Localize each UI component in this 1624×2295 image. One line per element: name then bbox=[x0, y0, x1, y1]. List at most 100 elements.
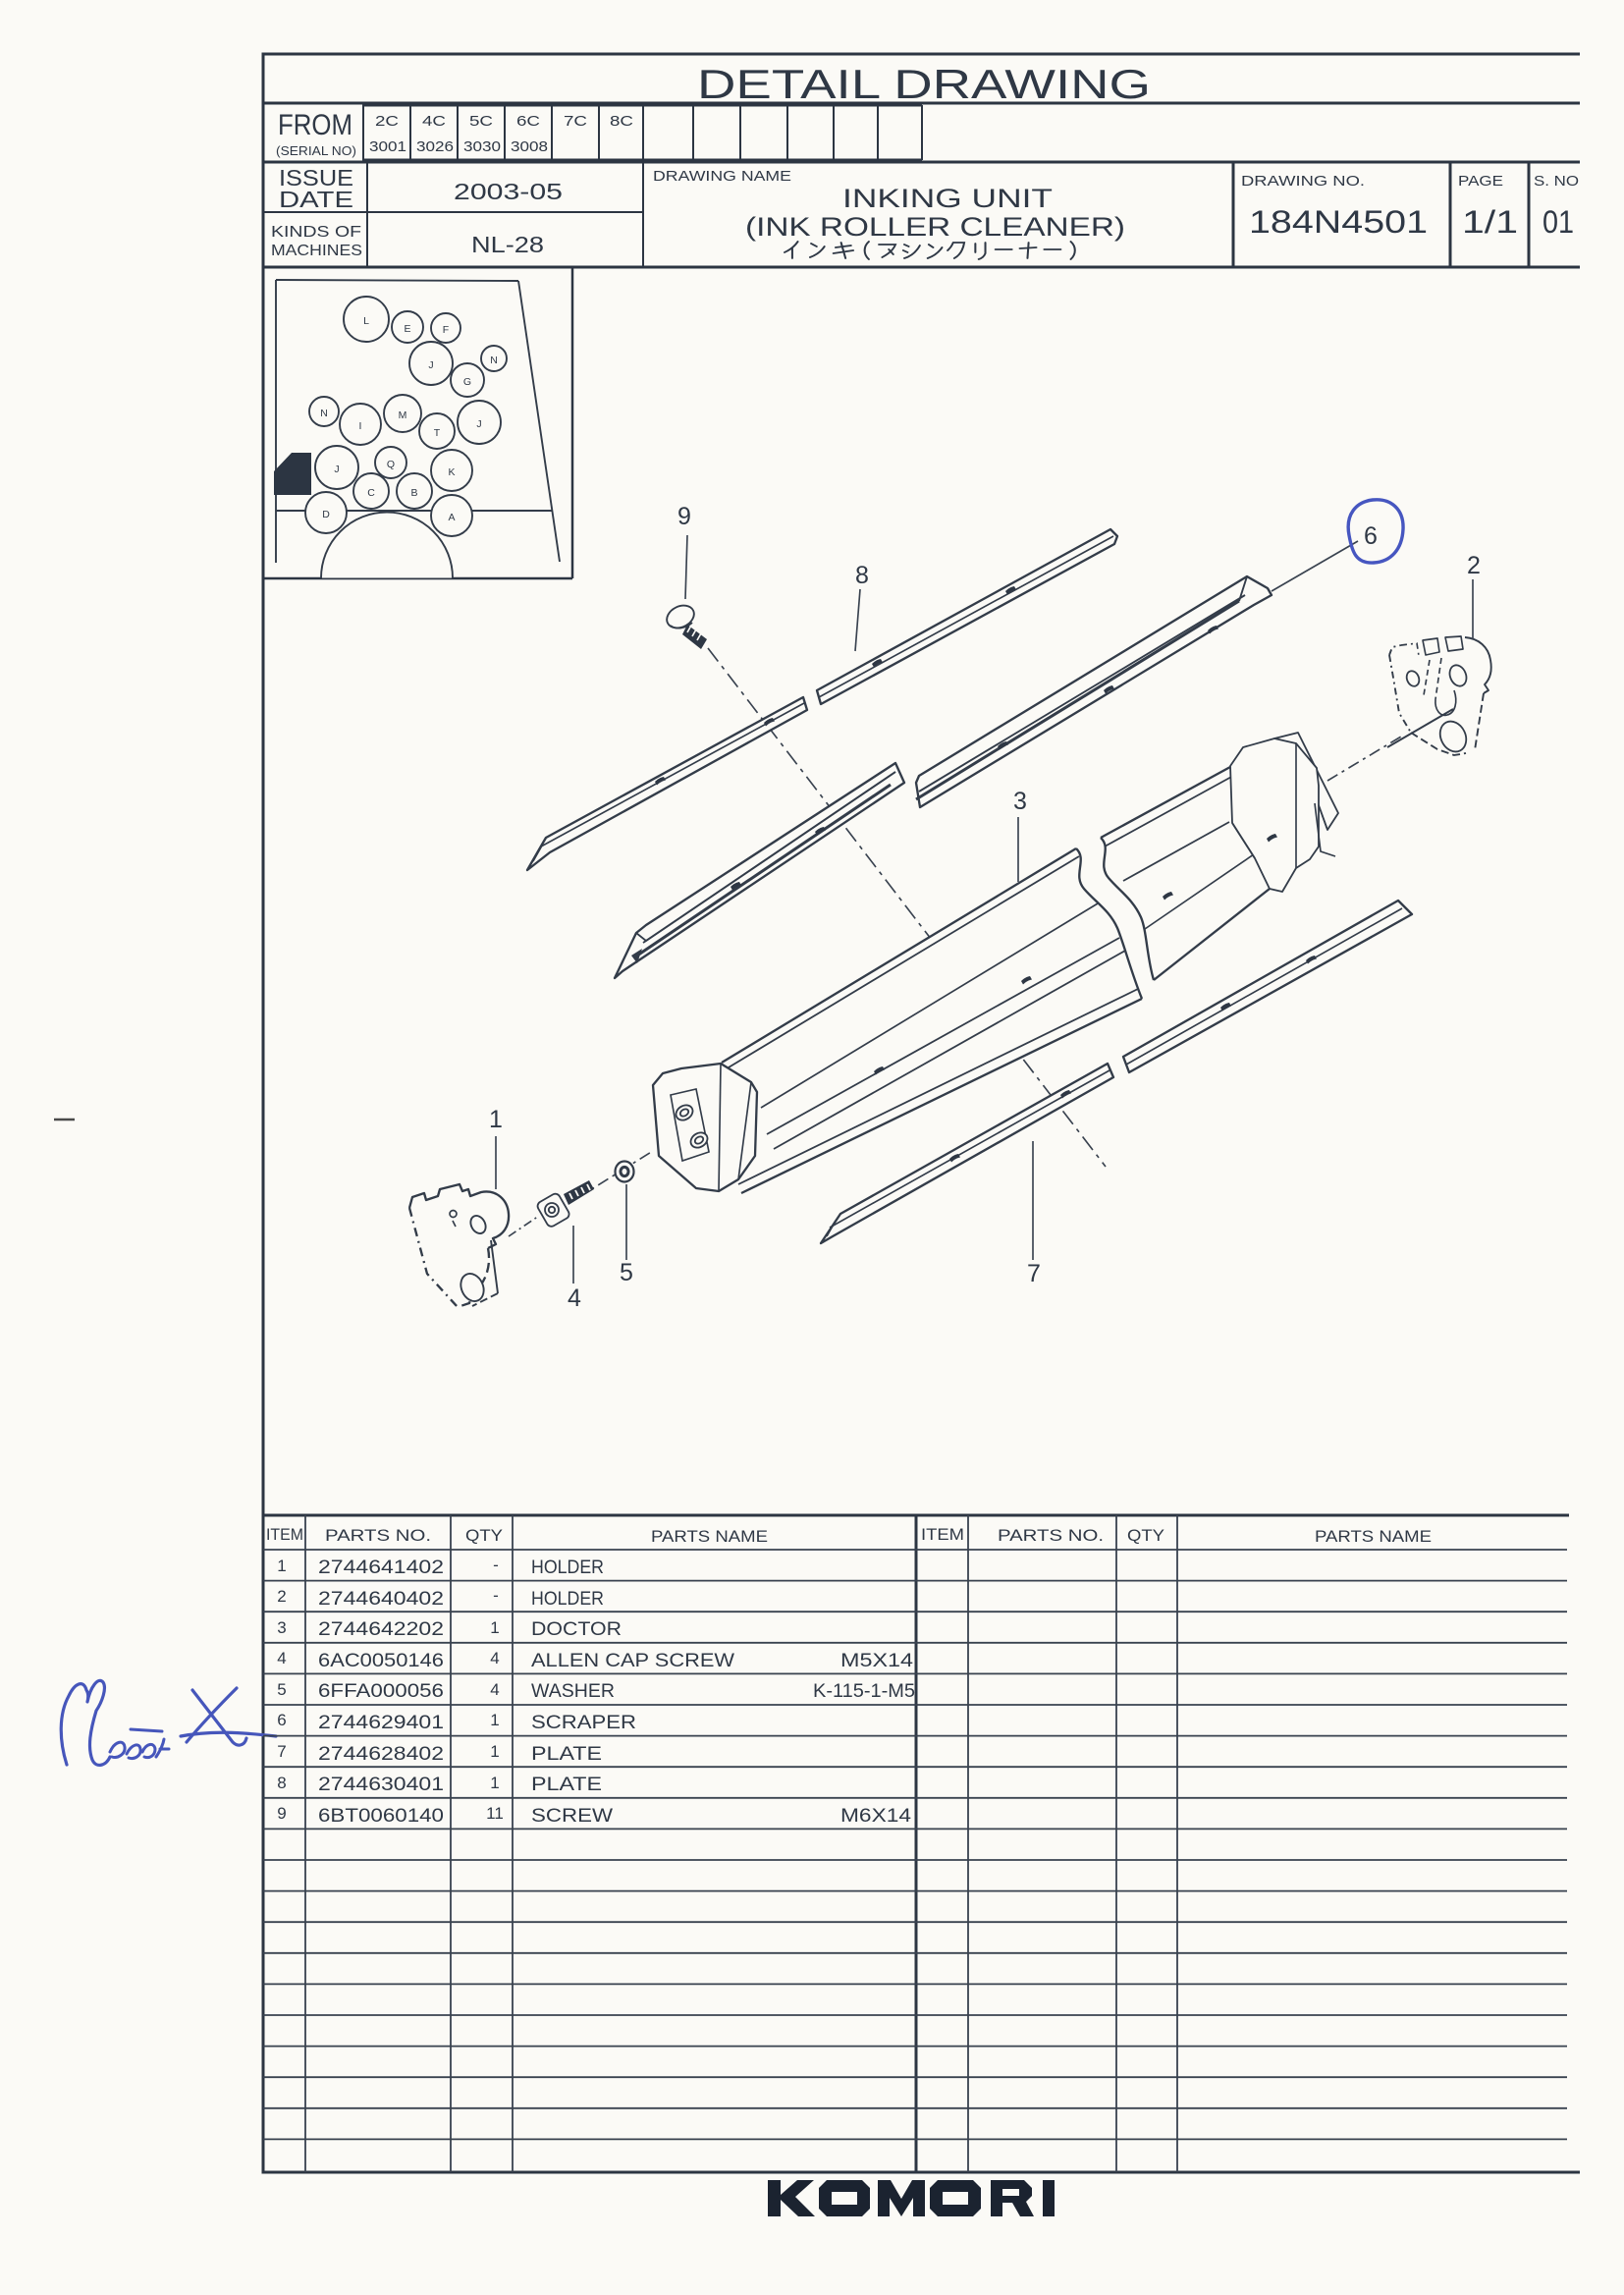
svg-text:-: - bbox=[493, 1556, 499, 1574]
svg-text:ALLEN CAP SCREW: ALLEN CAP SCREW bbox=[531, 1651, 734, 1671]
svg-text:SCREW: SCREW bbox=[531, 1806, 613, 1827]
svg-text:S. NO: S. NO bbox=[1534, 173, 1579, 190]
svg-text:D: D bbox=[322, 509, 330, 520]
svg-text:8: 8 bbox=[277, 1774, 286, 1792]
svg-text:6C: 6C bbox=[516, 113, 540, 130]
svg-text:PARTS NO.: PARTS NO. bbox=[325, 1526, 431, 1545]
svg-text:2: 2 bbox=[1467, 552, 1481, 579]
svg-text:J: J bbox=[428, 359, 433, 371]
svg-text:8: 8 bbox=[855, 562, 869, 589]
svg-text:184N4501: 184N4501 bbox=[1249, 204, 1428, 240]
svg-text:5: 5 bbox=[277, 1680, 286, 1699]
svg-text:(SERIAL NO): (SERIAL NO) bbox=[276, 143, 356, 158]
svg-text:INKING UNIT: INKING UNIT bbox=[842, 184, 1053, 213]
svg-text:ITEM: ITEM bbox=[266, 1525, 303, 1544]
svg-text:1: 1 bbox=[490, 1774, 499, 1792]
svg-text:01: 01 bbox=[1543, 204, 1574, 240]
svg-text:QTY: QTY bbox=[1127, 1526, 1164, 1545]
svg-text:7: 7 bbox=[1027, 1260, 1041, 1287]
svg-text:1/1: 1/1 bbox=[1462, 204, 1518, 240]
svg-text:9: 9 bbox=[677, 503, 691, 530]
svg-text:M6X14: M6X14 bbox=[840, 1806, 912, 1827]
svg-text:PLATE: PLATE bbox=[531, 1775, 602, 1795]
svg-text:PLATE: PLATE bbox=[531, 1744, 602, 1765]
svg-text:2003-05: 2003-05 bbox=[454, 179, 563, 204]
svg-text:4C: 4C bbox=[422, 113, 446, 130]
svg-text:DRAWING NAME: DRAWING NAME bbox=[653, 168, 791, 185]
svg-text:3026: 3026 bbox=[416, 138, 454, 155]
svg-text:6FFA000056: 6FFA000056 bbox=[318, 1681, 444, 1702]
svg-text:2744642202: 2744642202 bbox=[318, 1619, 444, 1640]
svg-text:B: B bbox=[410, 487, 417, 499]
svg-text:4: 4 bbox=[490, 1649, 499, 1667]
svg-text:PARTS NO.: PARTS NO. bbox=[998, 1526, 1104, 1545]
svg-text:DATE: DATE bbox=[279, 187, 353, 212]
svg-text:A: A bbox=[448, 512, 455, 523]
svg-text:1: 1 bbox=[489, 1106, 503, 1133]
svg-text:2: 2 bbox=[277, 1587, 286, 1606]
svg-text:SCRAPER: SCRAPER bbox=[531, 1713, 636, 1733]
svg-text:3001: 3001 bbox=[369, 138, 406, 155]
svg-text:I: I bbox=[359, 420, 362, 432]
svg-text:F: F bbox=[443, 324, 449, 336]
svg-text:1: 1 bbox=[490, 1618, 499, 1637]
svg-text:5C: 5C bbox=[469, 113, 493, 130]
svg-text:G: G bbox=[463, 376, 471, 388]
svg-text:FROM: FROM bbox=[278, 109, 352, 141]
svg-text:PARTS NAME: PARTS NAME bbox=[1315, 1527, 1432, 1546]
svg-text:6: 6 bbox=[1364, 522, 1378, 550]
svg-text:C: C bbox=[367, 487, 375, 499]
svg-text:2744629401: 2744629401 bbox=[318, 1713, 444, 1733]
svg-text:M5X14: M5X14 bbox=[840, 1651, 914, 1671]
svg-text:4: 4 bbox=[568, 1284, 581, 1312]
svg-text:N: N bbox=[320, 408, 328, 419]
svg-text:(INK ROLLER CLEANER): (INK ROLLER CLEANER) bbox=[745, 212, 1125, 242]
svg-text:QTY: QTY bbox=[465, 1526, 503, 1545]
svg-text:2C: 2C bbox=[375, 113, 399, 130]
svg-text:2744640402: 2744640402 bbox=[318, 1589, 444, 1610]
svg-text:K-115-1-M5: K-115-1-M5 bbox=[813, 1681, 915, 1702]
svg-text:ITEM: ITEM bbox=[921, 1525, 964, 1544]
svg-text:PARTS NAME: PARTS NAME bbox=[651, 1527, 768, 1546]
svg-text:9: 9 bbox=[277, 1804, 286, 1823]
svg-text:3008: 3008 bbox=[511, 138, 548, 155]
svg-text:HOLDER: HOLDER bbox=[531, 1589, 604, 1610]
svg-text:J: J bbox=[334, 464, 339, 475]
svg-text:8C: 8C bbox=[610, 113, 633, 130]
svg-text:1: 1 bbox=[277, 1557, 286, 1575]
svg-text:M: M bbox=[399, 410, 407, 421]
svg-text:4: 4 bbox=[277, 1649, 286, 1667]
svg-text:E: E bbox=[404, 323, 410, 335]
svg-text:K: K bbox=[448, 466, 455, 478]
svg-text:2744630401: 2744630401 bbox=[318, 1775, 444, 1795]
svg-text:J: J bbox=[476, 418, 481, 430]
svg-text:L: L bbox=[363, 315, 369, 327]
svg-text:KINDS OF: KINDS OF bbox=[271, 224, 361, 241]
svg-text:T: T bbox=[434, 427, 441, 439]
svg-text:HOLDER: HOLDER bbox=[531, 1557, 604, 1578]
svg-text:7C: 7C bbox=[564, 113, 587, 130]
svg-text:6AC0050146: 6AC0050146 bbox=[318, 1651, 444, 1671]
svg-text:PAGE: PAGE bbox=[1458, 173, 1503, 190]
svg-text:2744641402: 2744641402 bbox=[318, 1557, 444, 1578]
svg-text:NL-28: NL-28 bbox=[471, 232, 544, 257]
svg-text:3: 3 bbox=[1013, 788, 1027, 815]
svg-text:7: 7 bbox=[277, 1742, 286, 1761]
svg-text:11: 11 bbox=[486, 1804, 504, 1823]
svg-text:6: 6 bbox=[277, 1711, 286, 1729]
svg-text:DETAIL DRAWING: DETAIL DRAWING bbox=[697, 61, 1151, 107]
svg-text:ISSUE: ISSUE bbox=[279, 165, 353, 191]
svg-text:DOCTOR: DOCTOR bbox=[531, 1619, 622, 1640]
svg-text:2744628402: 2744628402 bbox=[318, 1744, 444, 1765]
svg-text:4: 4 bbox=[490, 1680, 499, 1699]
svg-text:5: 5 bbox=[620, 1259, 633, 1286]
svg-text:1: 1 bbox=[490, 1742, 499, 1761]
svg-text:6BT0060140: 6BT0060140 bbox=[318, 1806, 444, 1827]
svg-text:DRAWING NO.: DRAWING NO. bbox=[1241, 173, 1365, 190]
svg-text:3: 3 bbox=[277, 1618, 286, 1637]
svg-text:Q: Q bbox=[387, 459, 395, 470]
svg-text:N: N bbox=[490, 355, 498, 366]
svg-text:3030: 3030 bbox=[463, 138, 501, 155]
svg-text:MACHINES: MACHINES bbox=[271, 243, 362, 259]
svg-text:-: - bbox=[493, 1586, 499, 1605]
